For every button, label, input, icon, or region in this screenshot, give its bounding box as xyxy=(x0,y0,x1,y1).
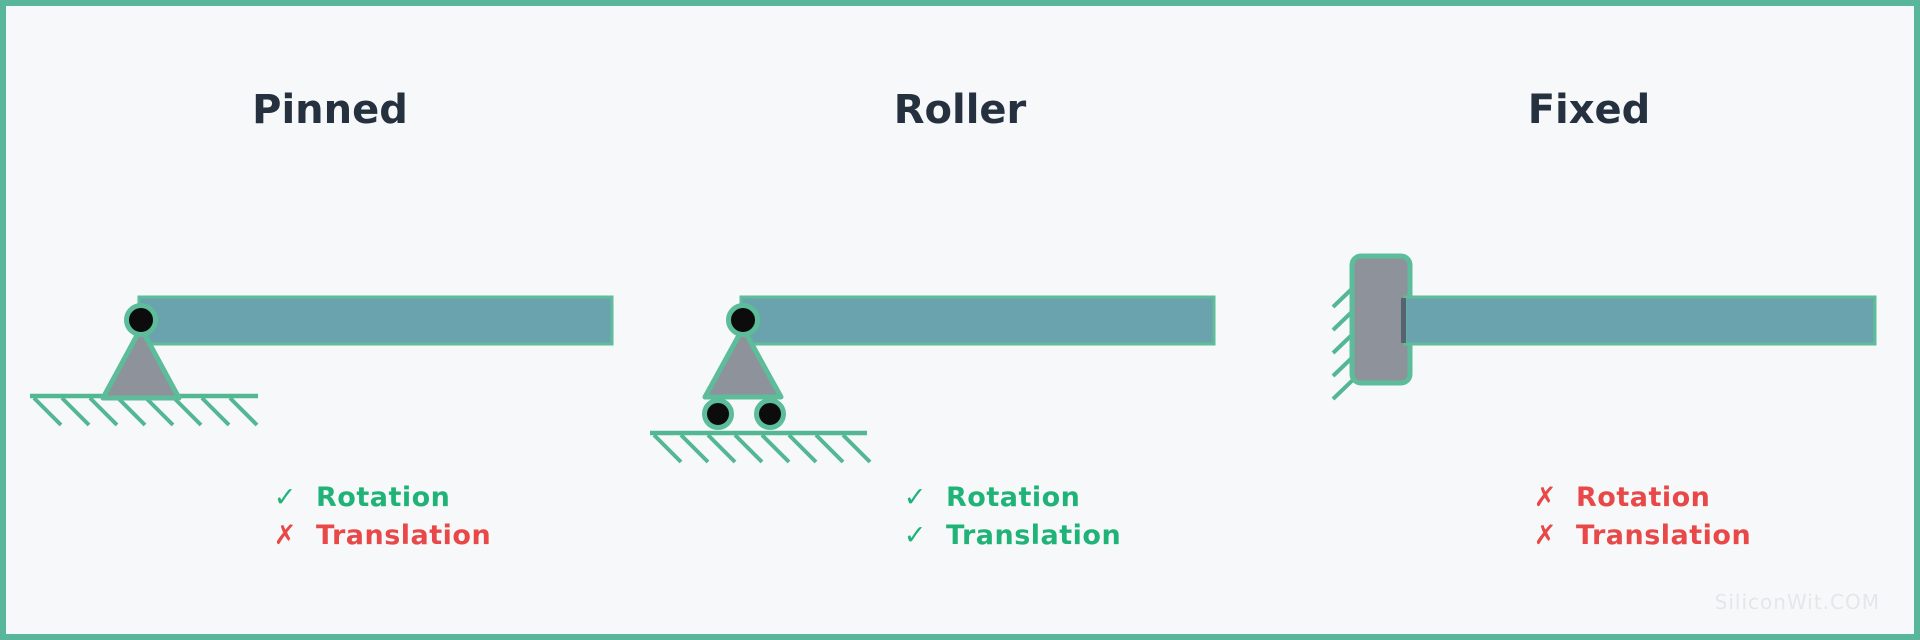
pinned-pin-circle xyxy=(124,303,158,337)
pinned-capabilities: ✓ Rotation ✗ Translation xyxy=(270,478,491,554)
capability-label: Translation xyxy=(946,519,1122,551)
roller-capabilities: ✓ Rotation ✓ Translation xyxy=(900,478,1121,554)
capability-row: ✗ Rotation xyxy=(1530,478,1751,516)
check-icon: ✓ xyxy=(273,481,297,513)
capability-row: ✓ Translation xyxy=(900,516,1121,554)
roller-pin-circle xyxy=(726,303,760,337)
roller-title: Roller xyxy=(893,87,1027,133)
capability-row: ✓ Rotation xyxy=(900,478,1121,516)
roller-beam xyxy=(739,295,1216,346)
fixed-beam-wall-joint xyxy=(1401,298,1406,343)
capability-row: ✓ Rotation xyxy=(270,478,491,516)
watermark: SiliconWit.COM xyxy=(1714,590,1880,614)
capability-label: Rotation xyxy=(946,481,1081,513)
cross-icon: ✗ xyxy=(273,519,297,551)
check-icon: ✓ xyxy=(903,519,927,551)
fixed-beam xyxy=(1403,295,1877,346)
roller-ground-hatching xyxy=(652,433,872,464)
cross-icon: ✗ xyxy=(1533,481,1557,513)
capability-label: Rotation xyxy=(316,481,451,513)
roller-wheel-left xyxy=(702,398,734,430)
pinned-beam xyxy=(137,295,614,346)
pinned-title: Pinned xyxy=(252,87,408,133)
capability-row: ✗ Translation xyxy=(1530,516,1751,554)
pinned-support-group xyxy=(30,295,614,427)
cross-icon: ✗ xyxy=(1533,519,1557,551)
roller-wheel-right xyxy=(754,398,786,430)
capability-row: ✗ Translation xyxy=(270,516,491,554)
check-icon: ✓ xyxy=(903,481,927,513)
fixed-capabilities: ✗ Rotation ✗ Translation xyxy=(1530,478,1751,554)
capability-label: Translation xyxy=(1576,519,1752,551)
pinned-triangle xyxy=(100,325,182,401)
roller-triangle xyxy=(702,325,784,400)
fixed-support-group xyxy=(1331,253,1877,401)
roller-support-group xyxy=(650,295,1216,464)
capability-label: Translation xyxy=(316,519,492,551)
pinned-ground-hatching xyxy=(32,396,259,427)
capability-label: Rotation xyxy=(1576,481,1711,513)
fixed-title: Fixed xyxy=(1527,87,1651,133)
